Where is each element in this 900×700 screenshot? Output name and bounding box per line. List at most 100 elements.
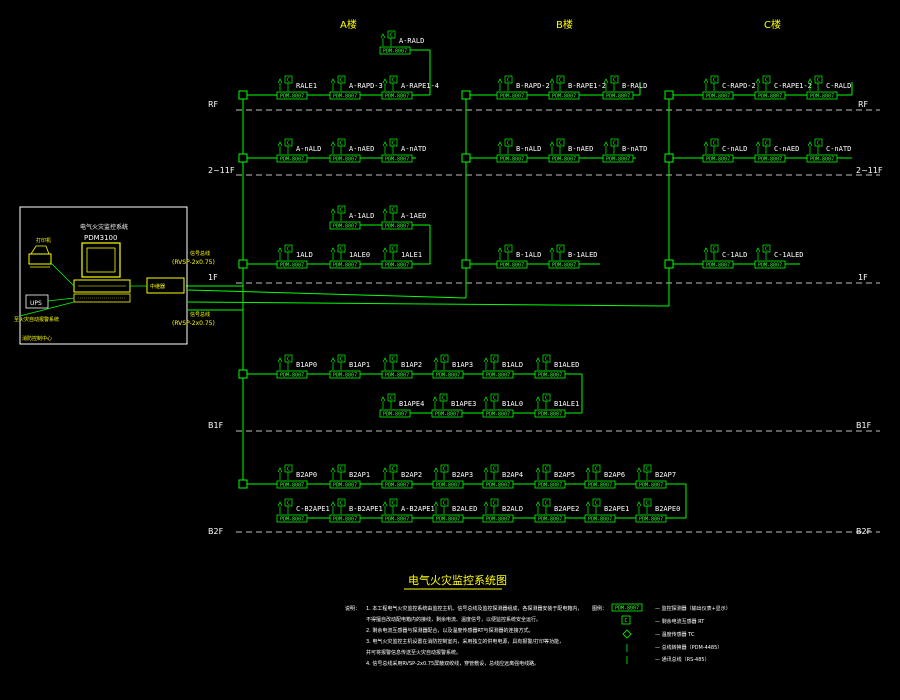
sensor-code: C	[817, 140, 820, 146]
note-line: 并可将报警信息传送至火灾自动报警系统。	[366, 649, 461, 656]
legend-module-code: PDM-8007	[615, 606, 639, 612]
module-code: PDM-8007	[385, 157, 409, 163]
temp-sensor-icon	[535, 357, 541, 363]
module-label: B-RALD	[622, 82, 647, 90]
module-box	[381, 91, 413, 100]
module-label: B1ALE1	[554, 400, 579, 408]
module-box	[754, 260, 786, 269]
sensor-code: C	[493, 466, 496, 472]
module-code: PDM-8007	[706, 94, 730, 100]
module-box	[276, 260, 308, 269]
module-box	[496, 260, 528, 269]
module-label: B2AP3	[452, 471, 473, 479]
module-label: 1ALD	[296, 251, 313, 259]
module-code: PDM-8007	[280, 517, 304, 523]
temp-sensor-icon	[807, 78, 813, 84]
module-code: PDM-8007	[385, 224, 409, 230]
control-center-label: 消防控制中心	[22, 335, 52, 342]
temp-sensor-icon	[330, 501, 336, 507]
sensor-code: C	[765, 246, 768, 252]
current-sensor-icon	[389, 75, 398, 84]
sensor-code: C	[442, 395, 445, 401]
temp-sensor-icon	[330, 208, 336, 214]
module-box	[754, 91, 786, 100]
temp-sensor-icon	[277, 357, 283, 363]
building-b-label: B楼	[556, 18, 573, 31]
sensor-code: C	[559, 77, 562, 83]
module-box	[702, 91, 734, 100]
current-sensor-icon	[762, 244, 771, 253]
legend-item-3: — 温度传感器 TC	[655, 631, 695, 638]
module-label: B-nATD	[622, 145, 647, 153]
temp-sensor-icon	[535, 396, 541, 402]
module-code: PDM-8007	[333, 517, 357, 523]
current-sensor-icon	[284, 244, 293, 253]
current-sensor-icon	[337, 75, 346, 84]
module-label: B1AL0	[502, 400, 523, 408]
current-sensor-icon	[389, 205, 398, 214]
module-label: 1ALE1	[401, 251, 422, 259]
sensor-code: C	[646, 466, 649, 472]
sensor-code: C	[390, 32, 393, 38]
current-sensor-icon	[337, 464, 346, 473]
temp-sensor-icon	[433, 501, 439, 507]
module-label: A-B2APE1	[401, 505, 435, 513]
module-code: PDM-8007	[280, 94, 304, 100]
module-box	[482, 370, 514, 379]
module-label: B-nALD	[516, 145, 541, 153]
current-sensor-icon	[762, 138, 771, 147]
sensor-code: C	[646, 500, 649, 506]
module-label: B1AP2	[401, 361, 422, 369]
current-sensor-icon	[389, 138, 398, 147]
sensor-code: C	[340, 466, 343, 472]
system-title: 电气火灾监控系统	[80, 223, 128, 231]
notes-heading: 说明：	[345, 605, 360, 612]
module-label: C-RAPD-2	[722, 82, 756, 90]
module-code: PDM-8007	[706, 263, 730, 269]
module-label: A-nAED	[349, 145, 374, 153]
module-label: B-RAPE1-2	[568, 82, 606, 90]
module-box	[432, 480, 464, 489]
module-box	[329, 370, 361, 379]
system-model: PDM3100	[84, 234, 117, 242]
current-sensor-icon	[389, 354, 398, 363]
sensor-code: C	[507, 246, 510, 252]
sensor-code: C	[545, 500, 548, 506]
floor-label-b1-right: B1F	[856, 421, 872, 430]
sensor-code: C	[287, 466, 290, 472]
temp-sensor-icon	[483, 396, 489, 402]
cable-upper-spec: (RVSP-2x0.75)	[172, 259, 215, 266]
module-box	[381, 480, 413, 489]
module-label: B2ALD	[502, 505, 523, 513]
module-label: B2AP7	[655, 471, 676, 479]
temp-sensor-icon	[755, 78, 761, 84]
module-label: B2ALED	[452, 505, 477, 513]
module-label: B2AP6	[604, 471, 625, 479]
module-box	[329, 480, 361, 489]
module-label: B1AP0	[296, 361, 317, 369]
current-sensor-icon	[337, 244, 346, 253]
current-sensor-icon	[556, 75, 565, 84]
legend-title: 图例：	[592, 605, 607, 612]
module-code: PDM-8007	[552, 94, 576, 100]
current-sensor-icon	[814, 138, 823, 147]
current-sensor-icon	[556, 244, 565, 253]
module-box	[635, 480, 667, 489]
module-box	[602, 154, 634, 163]
module-box	[329, 514, 361, 523]
current-sensor-icon	[504, 138, 513, 147]
module-code: PDM-8007	[486, 483, 510, 489]
module-box	[276, 514, 308, 523]
note-line: 4. 信号总线采用RVSP-2x0.75屏蔽双绞线，穿管敷设，总线应远离强电线路…	[366, 660, 539, 667]
